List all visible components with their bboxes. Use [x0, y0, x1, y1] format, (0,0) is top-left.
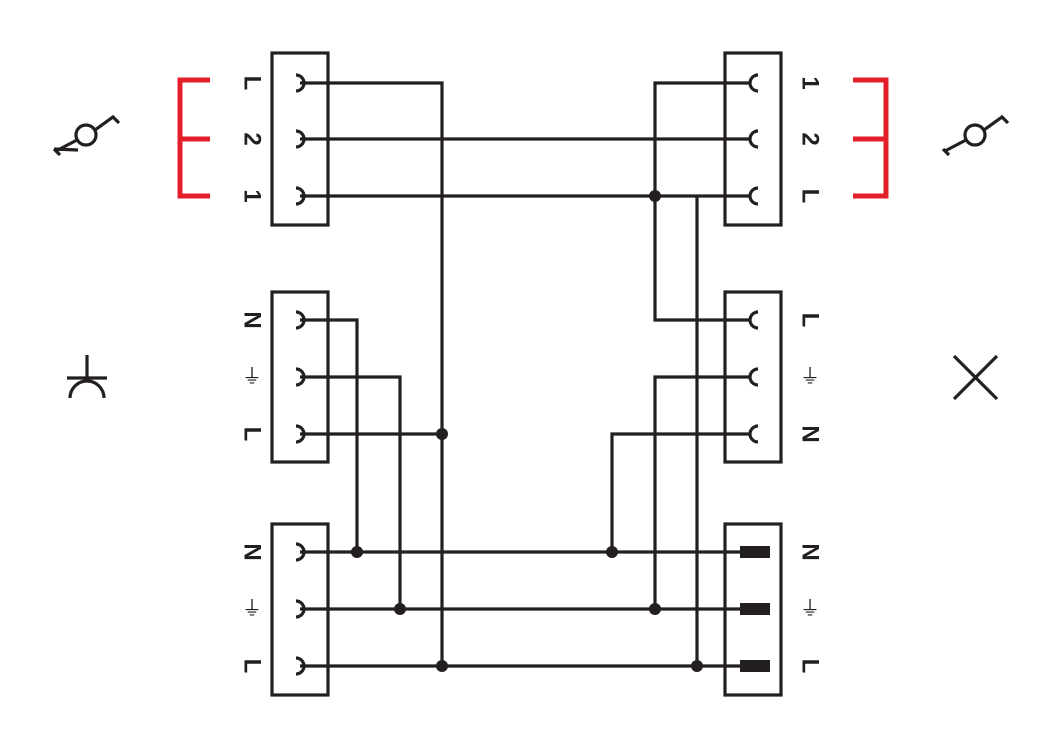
right-lamp-block: [723, 290, 783, 464]
junction-dot: [691, 660, 703, 672]
right-supply-block: [723, 522, 783, 697]
terminal-blocks: [270, 51, 783, 697]
wire-socket-N: [300, 318, 359, 552]
junction-dot: [436, 660, 448, 672]
terminal-label: N: [797, 543, 824, 560]
junction-dots: [351, 190, 703, 672]
clamp-icon: [295, 129, 306, 149]
wire-lamp-PE: [653, 375, 750, 609]
terminal-label: ⏚: [242, 598, 262, 620]
terminal-label: 1: [239, 189, 266, 202]
terminal-label: 2: [797, 132, 824, 145]
terminal-label: ⏚: [800, 366, 820, 388]
clamp-icon: [748, 424, 759, 444]
clamp-icon: [295, 186, 306, 206]
terminal-label: L: [797, 659, 824, 674]
right-switch-block: [723, 51, 783, 227]
terminal-label: N: [239, 543, 266, 560]
terminal-clamps: [295, 73, 759, 676]
terminal-label: L: [239, 659, 266, 674]
terminal-label: N: [239, 311, 266, 328]
clamp-icon: [295, 367, 306, 387]
junction-dot: [351, 546, 363, 558]
wire-right-1: [653, 81, 750, 322]
junction-dot: [436, 428, 448, 440]
clamp-icon: [295, 73, 306, 93]
terminal-label: 2: [239, 132, 266, 145]
lamp-symbol-icon: [952, 354, 999, 401]
terminal-label: L: [239, 427, 266, 442]
junction-dot: [606, 546, 618, 558]
clamp-icon: [295, 656, 306, 676]
terminal-label: L: [797, 313, 824, 328]
plug-pin-icon: [740, 660, 770, 672]
clamp-icon: [295, 310, 306, 330]
terminal-label: ⏚: [800, 598, 820, 620]
socket-symbol-icon: [67, 355, 107, 399]
clamp-icon: [295, 542, 306, 562]
wires: [300, 81, 750, 668]
junction-dot: [394, 603, 406, 615]
clamp-icon: [748, 367, 759, 387]
switch-symbol-left-icon: [52, 114, 121, 157]
clamp-icon: [748, 186, 759, 206]
plug-pins: [740, 546, 770, 672]
clamp-icon: [295, 599, 306, 619]
plug-pin-icon: [740, 603, 770, 615]
terminal-label: L: [239, 76, 266, 91]
left-switch-block: [270, 51, 330, 227]
plug-pin-icon: [740, 546, 770, 558]
wire-left-switch-L: [300, 81, 444, 666]
clamp-icon: [748, 73, 759, 93]
terminal-label: ⏚: [242, 366, 262, 388]
clamp-icon: [295, 424, 306, 444]
terminal-label: 1: [797, 76, 824, 89]
left-supply-block: [270, 522, 330, 697]
terminal-label: L: [797, 189, 824, 204]
clamp-icon: [748, 310, 759, 330]
clamp-icon: [748, 129, 759, 149]
wire-socket-PE: [300, 375, 402, 609]
left-socket-block: [270, 290, 330, 464]
terminal-label: N: [797, 425, 824, 442]
left-bracket: [177, 77, 210, 199]
wire-lamp-N: [610, 432, 750, 552]
junction-dot: [649, 603, 661, 615]
right-bracket: [853, 77, 889, 199]
junction-dot: [649, 190, 661, 202]
switch-symbol-right-icon: [941, 114, 1010, 157]
